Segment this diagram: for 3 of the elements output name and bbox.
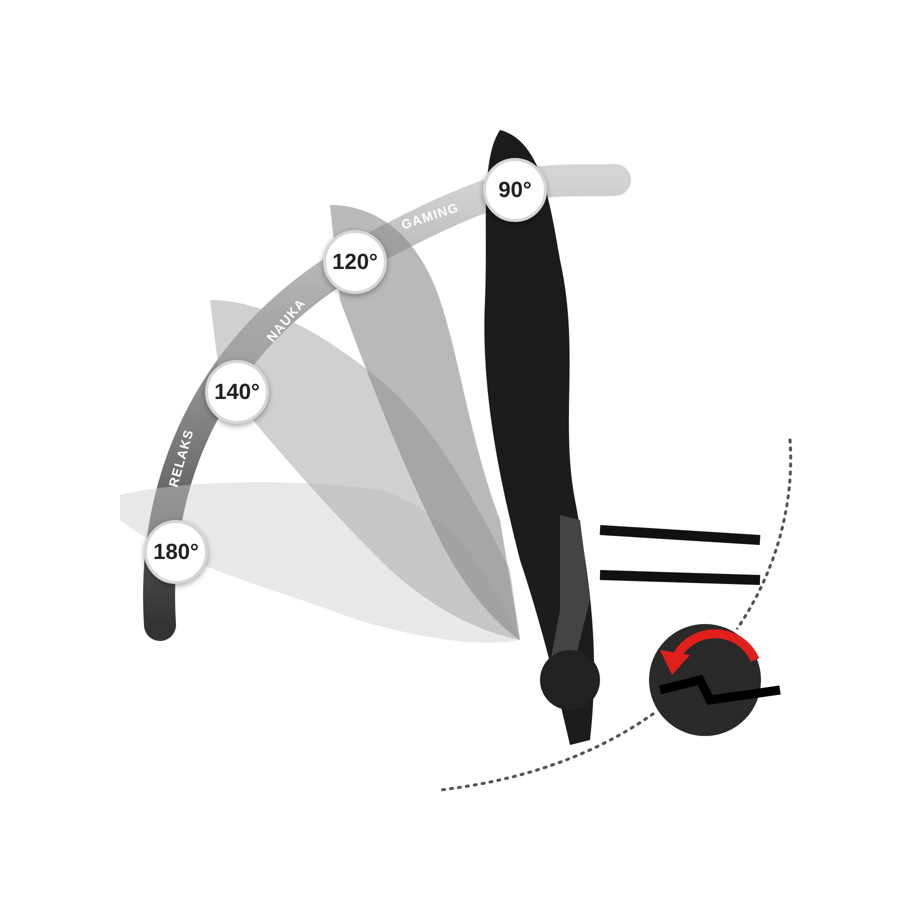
angle-badge: 140° [205, 360, 269, 424]
angle-badge: 180° [144, 520, 208, 584]
angle-badge: 120° [323, 230, 387, 294]
